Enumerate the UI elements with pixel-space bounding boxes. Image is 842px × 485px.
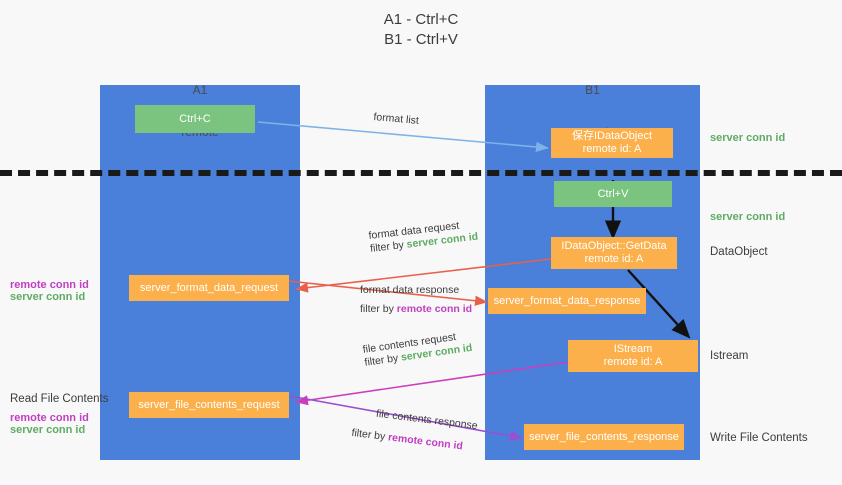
node-save-idataobject-sub: remote id: A: [582, 143, 642, 155]
edge-label-fcres-line2: filter by remote conn id: [351, 427, 476, 455]
label-server-conn-id-top: server conn id: [710, 132, 786, 144]
edge-label-fdres-line1: format data response: [360, 284, 460, 296]
node-ctrl-v[interactable]: Ctrl+V: [554, 181, 672, 207]
node-idataobject-getdata[interactable]: IDataObject::GetData remote id: A: [551, 237, 677, 269]
node-server-file-contents-response[interactable]: server_file_contents_response: [524, 424, 684, 450]
node-istream-sub: remote id: A: [603, 356, 663, 368]
node-istream-label: IStream: [613, 343, 653, 355]
label-remote-conn-id-1: remote conn id: [10, 279, 89, 291]
node-server-file-contents-request[interactable]: server_file_contents_request: [129, 392, 289, 418]
edge-label-format-data-response: format data response filter by remote co…: [360, 284, 472, 316]
edge-label-fcres-highlight: remote conn id: [387, 431, 464, 453]
lane-b1-name: B1: [585, 83, 600, 97]
lane-a1-name: A1: [192, 83, 208, 97]
node-istream[interactable]: IStream remote id: A: [568, 340, 698, 372]
label-server-conn-id-mid: server conn id: [710, 211, 786, 223]
label-read-file-contents: Read File Contents: [10, 393, 109, 405]
page-title: A1 - Ctrl+C B1 - Ctrl+V: [383, 11, 459, 48]
edge-label-fdres-highlight: remote conn id: [396, 303, 473, 315]
node-save-idataobject[interactable]: 保存IDataObject remote id: A: [551, 128, 673, 158]
label-dataobject: DataObject: [710, 246, 768, 258]
label-server-conn-id-2: server conn id: [10, 424, 86, 436]
label-remote-conn-id-2: remote conn id: [10, 412, 89, 424]
edge-label-file-contents-response: file contents response filter by remote …: [351, 405, 478, 455]
edge-label-format-data-request: format data request filter by server con…: [368, 218, 479, 256]
node-idataobject-getdata-sub: remote id: A: [584, 253, 644, 265]
divider-dashed-line: [0, 170, 842, 176]
node-ctrl-c-label: Ctrl+C: [179, 112, 211, 125]
node-idataobject-getdata-label: IDataObject::GetData: [561, 240, 667, 252]
node-server-format-data-response[interactable]: server_format_data_response: [488, 288, 646, 314]
label-istream: Istream: [710, 350, 749, 362]
edge-label-fdres-prefix: filter by: [360, 303, 397, 315]
node-server-file-contents-response-label: server_file_contents_response: [529, 430, 679, 443]
edge-label-format-list: format list: [373, 111, 419, 128]
node-ctrl-v-label: Ctrl+V: [597, 187, 629, 200]
label-server-conn-id-1: server conn id: [10, 291, 86, 303]
node-server-format-data-request[interactable]: server_format_data_request: [129, 275, 289, 301]
edge-label-format-list-line1: format list: [372, 111, 420, 127]
node-ctrl-c[interactable]: Ctrl+C: [135, 105, 255, 133]
edge-label-fdres-line2: filter by remote conn id: [360, 303, 472, 316]
node-server-format-data-response-label: server_format_data_response: [493, 294, 641, 307]
node-save-idataobject-label: 保存IDataObject: [571, 130, 653, 142]
edge-label-fcres-line1: file contents response: [375, 407, 479, 433]
node-server-format-data-request-label: server_format_data_request: [139, 281, 279, 294]
edge-label-fcres-prefix: filter by: [350, 426, 389, 444]
node-server-file-contents-request-label: server_file_contents_request: [138, 398, 280, 411]
label-write-file-contents: Write File Contents: [710, 432, 808, 444]
edge-label-file-contents-request: file contents request filter by server c…: [362, 329, 473, 370]
